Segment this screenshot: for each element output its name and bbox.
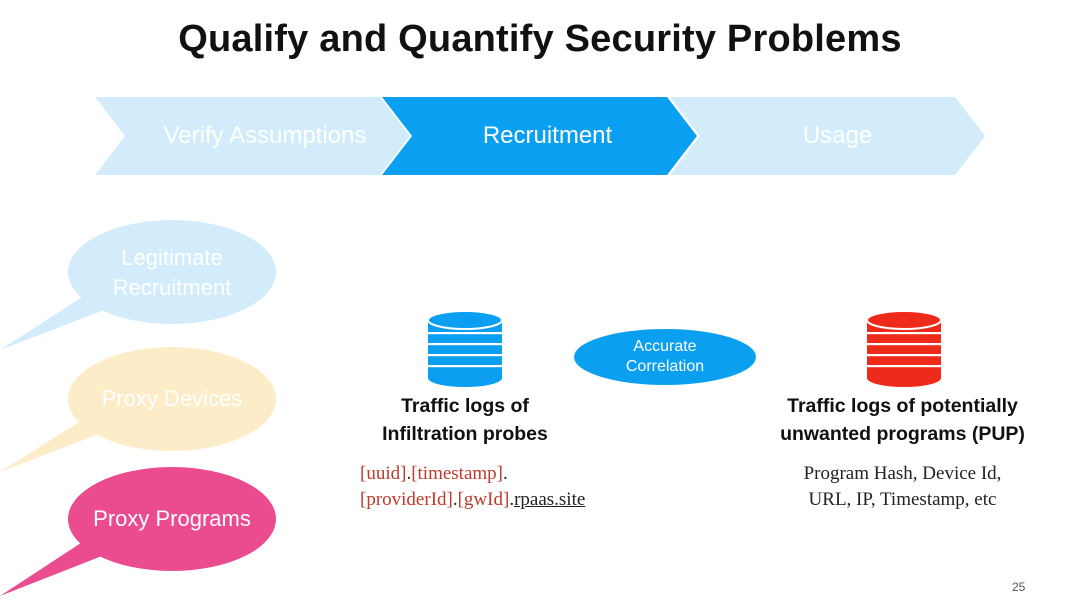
domain-link: rpaas.site	[514, 489, 586, 510]
bubble-label-line: Legitimate	[121, 245, 223, 270]
infiltration-probes-caption: Traffic logs of Infiltration probes	[330, 392, 600, 448]
pup-fields-line: URL, IP, Timestamp, etc	[808, 489, 997, 510]
stage-verify-assumptions-shape	[95, 97, 410, 175]
provider-id-field: [providerId]	[360, 489, 453, 510]
caption-line: Traffic logs of potentially	[787, 395, 1018, 417]
timestamp-field: [timestamp]	[411, 463, 503, 484]
gw-id-field: [gwId]	[457, 489, 510, 510]
correlation-label-line: Accurate	[633, 338, 697, 355]
stage-recruitment-shape	[382, 97, 697, 175]
stage-recruitment-label: Recruitment	[482, 122, 613, 149]
correlation-label-line: Correlation	[625, 358, 705, 375]
bubble-proxy-devices	[0, 347, 276, 472]
bubble-proxy-programs-label: Proxy Programs	[93, 506, 251, 531]
caption-line: unwanted programs (PUP)	[780, 423, 1025, 445]
probe-domain-line-2: [providerId].[gwId].rpaas.site	[360, 487, 660, 513]
speech-bubbles	[0, 220, 276, 596]
bubble-proxy-programs	[0, 467, 276, 596]
caption-line: Traffic logs of	[401, 395, 529, 417]
database-icon-blue	[426, 310, 504, 387]
bubble-label-line: Recruitment	[112, 275, 232, 300]
slide-title: Qualify and Quantify Security Problems	[178, 18, 902, 60]
dot-separator: .	[503, 463, 508, 484]
caption-line: Infiltration probes	[382, 423, 548, 445]
page-number: 25	[1012, 580, 1026, 594]
stage-usage-label: Usage	[802, 122, 873, 149]
probe-domain-format: [uuid].[timestamp]. [providerId].[gwId].…	[360, 461, 660, 513]
database-icon-red	[865, 310, 943, 387]
probe-domain-line-1: [uuid].[timestamp].	[360, 461, 660, 487]
dot-separator: .	[509, 489, 515, 510]
bubble-legitimate-recruitment-label: Legitimate Recruitment	[72, 243, 272, 303]
pup-fields-line: Program Hash, Device Id,	[803, 463, 1002, 484]
stage-usage-shape	[670, 97, 985, 175]
dot-separator: .	[452, 489, 458, 510]
dot-separator: .	[406, 463, 412, 484]
pup-caption: Traffic logs of potentially unwanted pro…	[740, 392, 1065, 448]
uuid-field: [uuid]	[360, 463, 407, 484]
stage-verify-assumptions-label: Verify Assumptions	[163, 122, 367, 149]
accurate-correlation-badge: Accurate Correlation	[574, 329, 756, 385]
pup-fields-list: Program Hash, Device Id, URL, IP, Timest…	[740, 461, 1065, 513]
bubble-proxy-devices-label: Proxy Devices	[101, 386, 243, 411]
bubble-legitimate-recruitment	[0, 220, 276, 350]
